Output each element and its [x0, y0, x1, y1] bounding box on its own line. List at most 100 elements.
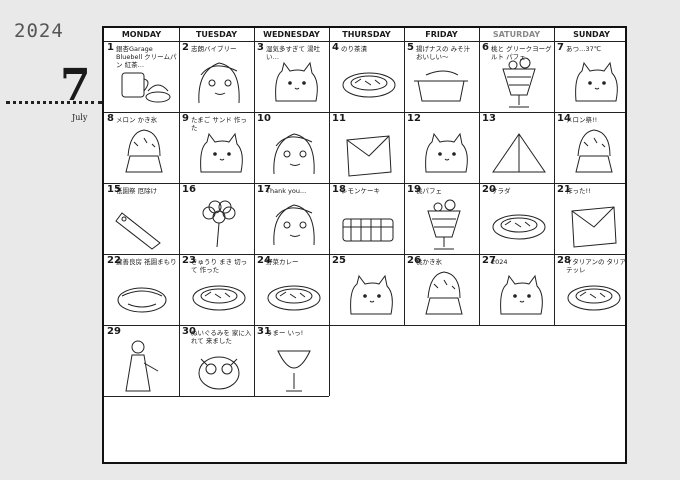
day-note: 湿気多すぎて 湯吐い…: [266, 45, 321, 61]
weekday-header-wednesday: WEDNESDAY: [263, 30, 320, 39]
day-note: レモンケーキ: [341, 187, 380, 195]
row-rule: [104, 325, 625, 326]
day-number: 20: [482, 184, 496, 195]
column-rule: [404, 28, 405, 325]
tag-sketch-icon: [115, 212, 161, 250]
day-number: 2: [182, 42, 189, 53]
day-note: 桃パフェ: [416, 187, 442, 195]
day-cell[interactable]: 13: [479, 112, 554, 183]
plate-sketch-icon: [267, 285, 321, 311]
column-rule: [554, 28, 555, 325]
row-rule: [104, 254, 625, 255]
day-number: 17: [257, 184, 271, 195]
day-number: 11: [332, 113, 346, 124]
day-number: 19: [407, 184, 421, 195]
day-cell[interactable]: 25: [329, 254, 404, 325]
day-note: サラダ: [491, 187, 511, 195]
day-number: 31: [257, 326, 271, 337]
row-rule: [104, 396, 329, 397]
tent-sketch-icon: [492, 133, 546, 173]
day-note: たまご サンド 作った: [191, 116, 247, 132]
day-note: 作った!!: [566, 187, 591, 195]
day-number: 1: [107, 42, 114, 53]
ice-sketch-icon: [575, 129, 613, 173]
pot-sketch-icon: [414, 70, 468, 102]
box-sketch-icon: [346, 135, 392, 177]
weekday-header-thursday: THURSDAY: [342, 30, 391, 39]
cat-sketch-icon: [425, 132, 468, 173]
day-note: Thank you...: [266, 187, 307, 195]
row-rule: [104, 112, 625, 113]
day-number: 23: [182, 255, 196, 266]
weekday-header-friday: FRIDAY: [425, 30, 458, 39]
weekday-header-tuesday: TUESDAY: [195, 30, 238, 39]
cat-sketch-icon: [200, 132, 243, 173]
day-note: きゅうり まき 切って 作った: [191, 258, 248, 274]
owl-sketch-icon: [198, 356, 240, 390]
day-number: 28: [557, 255, 571, 266]
day-cell[interactable]: 16: [179, 183, 254, 254]
day-number: 6: [482, 42, 489, 53]
bowl-sketch-icon: [492, 214, 546, 240]
column-rule: [329, 28, 330, 396]
day-cell[interactable]: 12: [404, 112, 479, 183]
weekday-header-saturday: SATURDAY: [492, 30, 541, 39]
day-number: 16: [182, 184, 196, 195]
weekday-header-monday: MONDAY: [121, 30, 162, 39]
parfait-sketch-icon: [427, 199, 461, 250]
day-number: 27: [482, 255, 496, 266]
day-number: 8: [107, 113, 114, 124]
day-number: 3: [257, 42, 264, 53]
day-number: 12: [407, 113, 421, 124]
day-cell[interactable]: 11: [329, 112, 404, 183]
day-note: 志朗バイブリー: [191, 45, 237, 53]
day-cell[interactable]: 10: [254, 112, 329, 183]
face-sketch-icon: [273, 133, 315, 175]
year-label: 2024: [14, 20, 64, 42]
glass-sketch-icon: [277, 350, 311, 392]
day-number: 5: [407, 42, 414, 53]
day-note: イタリアンの タリアテッレ: [566, 258, 627, 274]
face-sketch-icon: [198, 62, 240, 104]
day-cell[interactable]: 29: [104, 325, 179, 396]
day-number: 22: [107, 255, 121, 266]
column-rule: [479, 28, 480, 325]
box-sketch-icon: [571, 206, 617, 248]
bowl-sketch-icon: [342, 72, 396, 98]
face-sketch-icon: [273, 204, 315, 246]
day-number: 10: [257, 113, 271, 124]
day-note: ぬいぐるみを 家に入れて 来ました: [191, 329, 252, 345]
day-note: あつ…37℃: [566, 45, 602, 53]
calendar-grid: MONDAY TUESDAY WEDNESDAY THURSDAY FRIDAY SATU…: [102, 26, 627, 464]
day-note: 揚げナスの みそ汁 おいしい〜: [416, 45, 471, 61]
day-number: 13: [482, 113, 496, 124]
flower-sketch-icon: [202, 200, 236, 248]
day-note: 桃と グリークヨーグルト パフェ: [491, 45, 552, 61]
day-note: 鍵善良房 祇園まもり: [116, 258, 177, 266]
day-note: 銀杏Garage Bluebell クリームパン 紅茶…: [116, 45, 177, 69]
